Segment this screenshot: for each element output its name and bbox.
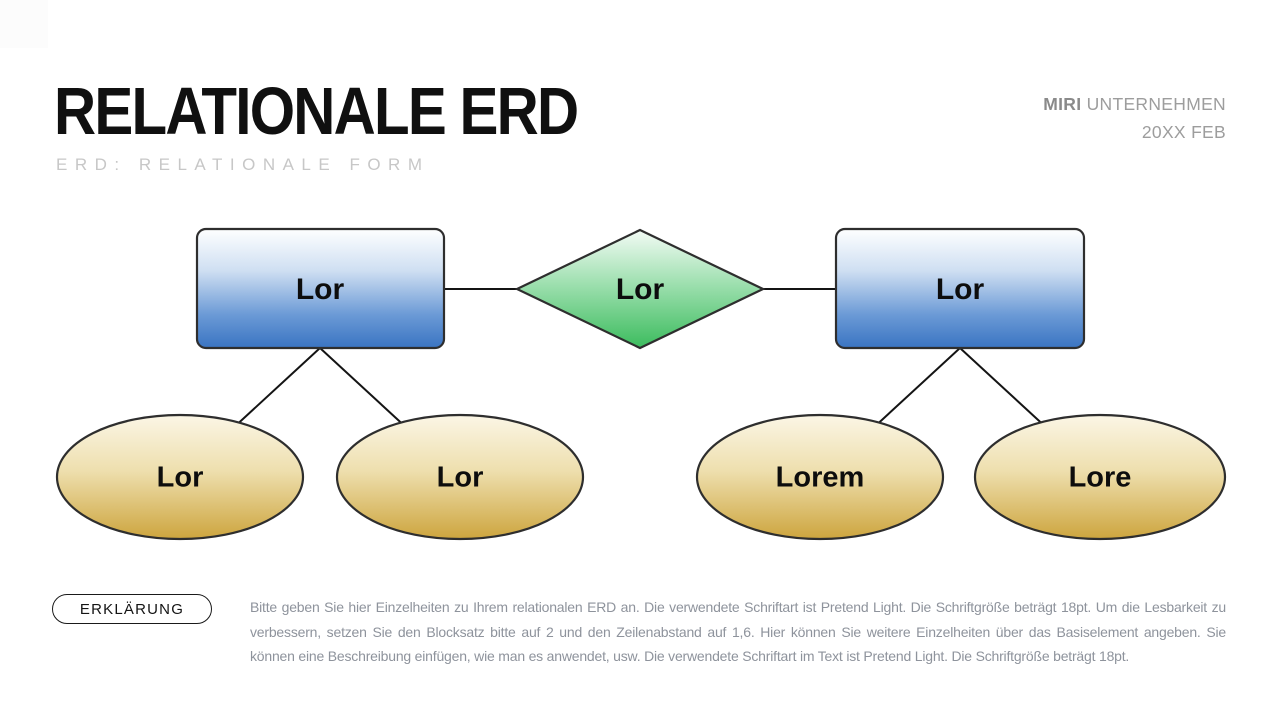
page-subtitle: ERD: RELATIONALE FORM: [56, 155, 430, 174]
brand-name: MIRI: [1043, 94, 1082, 114]
attribute-4-shape: [973, 413, 1227, 541]
legend-description: Bitte geben Sie hier Einzelheiten zu Ihr…: [250, 599, 1226, 665]
attribute-1-label: Lor: [156, 461, 204, 494]
brand-line: MIRI UNTERNEHMEN: [1043, 90, 1226, 118]
legend-button[interactable]: ERKLÄRUNG: [52, 594, 212, 624]
entity-right-label: Lor: [935, 273, 985, 306]
attribute-2-label: Lor: [436, 461, 484, 494]
brand-suffix: UNTERNEHMEN: [1086, 94, 1226, 114]
brand-block: MIRI UNTERNEHMEN 20XX FEB: [1043, 90, 1226, 147]
relationship-diamond-shape: [514, 228, 766, 350]
entity-left-label: Lor: [295, 273, 345, 306]
attribute-1-shape: [55, 413, 305, 541]
attribute-2-shape: [335, 413, 585, 541]
corner-accent-square: [0, 0, 48, 48]
brand-date: 20XX FEB: [1141, 122, 1226, 143]
attribute-3-shape: [695, 413, 945, 541]
attribute-3-label: Lorem: [775, 461, 865, 494]
relationship-label: Lor: [615, 273, 665, 306]
attribute-4-label: Lore: [1068, 461, 1132, 494]
page-title: RELATIONALE ERD: [54, 74, 579, 149]
entity-right-shape: [834, 227, 1086, 350]
entity-left-shape: [195, 227, 446, 350]
